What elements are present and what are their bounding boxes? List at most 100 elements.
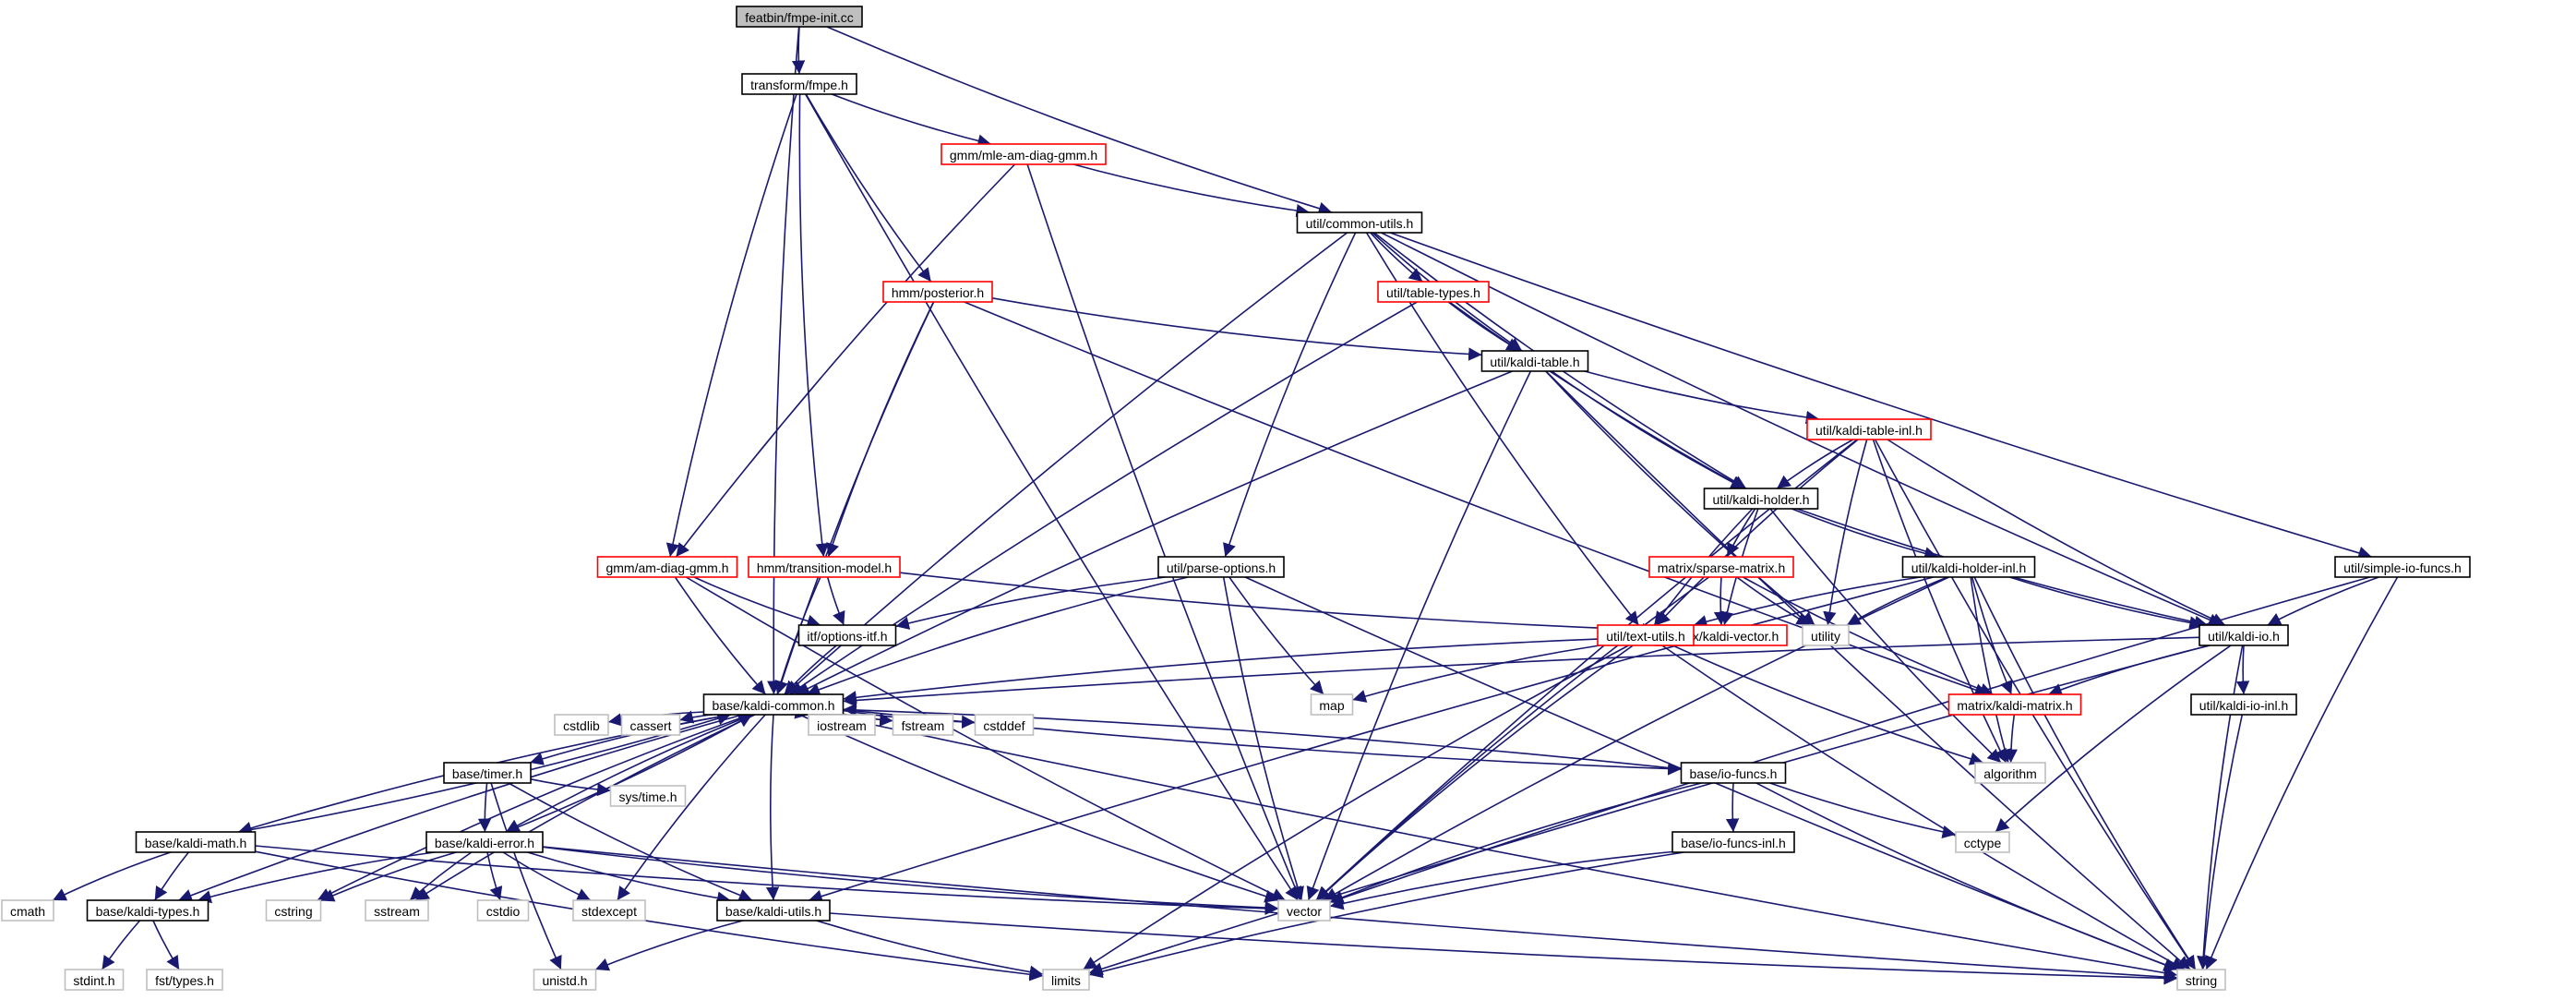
node-kaldi-io[interactable]: util/kaldi-io.h xyxy=(2199,624,2289,646)
node-label: cmath xyxy=(10,904,45,919)
node-kaldi-holder[interactable]: util/kaldi-holder.h xyxy=(1703,488,1819,510)
node-label: itf/options-itf.h xyxy=(807,629,887,644)
node-label: util/text-utils.h xyxy=(1606,629,1685,644)
node-cassert[interactable]: cassert xyxy=(620,714,681,736)
edge-kaldi-error-to-cstdio xyxy=(486,851,503,901)
node-box xyxy=(2199,624,2289,646)
node-cctype[interactable]: cctype xyxy=(1955,831,2010,853)
node-label: util/kaldi-holder.h xyxy=(1712,492,1809,507)
node-stdint[interactable]: stdint.h xyxy=(64,969,125,991)
node-sparse-matrix[interactable]: matrix/sparse-matrix.h xyxy=(1648,556,1794,578)
edge-am-diag-gmm-to-options-itf xyxy=(693,576,821,628)
node-label: util/kaldi-table.h xyxy=(1490,355,1579,369)
node-fstream[interactable]: fstream xyxy=(892,714,954,736)
node-unistd[interactable]: unistd.h xyxy=(533,969,597,991)
node-cstdio[interactable]: cstdio xyxy=(476,899,530,922)
node-limits[interactable]: limits xyxy=(1042,969,1090,991)
node-label: base/io-funcs-inl.h xyxy=(1681,836,1786,850)
node-iostream[interactable]: iostream xyxy=(808,714,876,736)
node-kaldi-io-inl[interactable]: util/kaldi-io-inl.h xyxy=(2190,693,2297,716)
node-kaldi-holder-inl[interactable]: util/kaldi-holder-inl.h xyxy=(1901,556,2036,578)
node-string[interactable]: string xyxy=(2176,969,2226,991)
node-cstddef[interactable]: cstddef xyxy=(974,714,1035,736)
node-box xyxy=(736,6,863,28)
node-vector[interactable]: vector xyxy=(1277,899,1331,922)
node-label: base/kaldi-math.h xyxy=(145,836,247,850)
edge-kaldi-io-inl-to-string xyxy=(2197,714,2244,970)
edge-kaldi-math-to-limits xyxy=(255,850,1044,982)
node-fmpe[interactable]: transform/fmpe.h xyxy=(741,73,857,95)
edge-sparse-matrix-to-kaldi-vector xyxy=(1713,576,1728,626)
node-stdexcept[interactable]: stdexcept xyxy=(572,899,646,922)
edge-kaldi-io-to-cctype xyxy=(1995,645,2232,833)
node-label: limits xyxy=(1051,973,1081,988)
edge-kaldi-holder-to-algorithm xyxy=(1769,508,2002,764)
node-parse-options[interactable]: util/parse-options.h xyxy=(1157,556,1285,578)
node-box xyxy=(365,899,429,922)
edge-kaldi-utils-to-string xyxy=(829,912,2178,985)
node-cstdlib[interactable]: cstdlib xyxy=(554,714,609,736)
node-sys-time[interactable]: sys/time.h xyxy=(609,785,687,807)
edge-timer-to-sys-time xyxy=(530,778,611,797)
node-algorithm[interactable]: algorithm xyxy=(1974,762,2046,784)
node-kaldi-utils[interactable]: base/kaldi-utils.h xyxy=(716,899,831,922)
edge-kaldi-holder-inl-to-kaldi-io xyxy=(2009,576,2203,630)
node-kaldi-table-inl[interactable]: util/kaldi-table-inl.h xyxy=(1806,418,1932,440)
nodes-layer: featbin/fmpe-init.cc transform/fmpe.h gmm/… xyxy=(1,6,2471,991)
edge-kaldi-io-to-kaldi-matrix xyxy=(2048,645,2211,696)
node-io-funcs[interactable]: base/io-funcs.h xyxy=(1680,762,1787,784)
edge-kaldi-error-to-kaldi-utils xyxy=(527,851,731,905)
edge-kaldi-utils-to-limits xyxy=(816,920,1044,979)
node-mle[interactable]: gmm/mle-am-diag-gmm.h xyxy=(941,143,1107,165)
node-label: base/timer.h xyxy=(452,766,522,781)
node-label: matrix/sparse-matrix.h xyxy=(1658,560,1785,575)
node-box xyxy=(702,693,845,716)
node-common-utils[interactable]: util/common-utils.h xyxy=(1296,211,1423,234)
edge-kaldi-common-to-kaldi-types xyxy=(178,714,743,902)
node-am-diag-gmm[interactable]: gmm/am-diag-gmm.h xyxy=(596,556,738,578)
node-box xyxy=(1680,762,1787,784)
edge-kaldi-io-to-kaldi-common xyxy=(843,636,2200,707)
node-cmath[interactable]: cmath xyxy=(1,899,54,922)
edge-kaldi-table-inl-to-utility xyxy=(1823,439,1868,626)
node-kaldi-table[interactable]: util/kaldi-table.h xyxy=(1480,350,1589,372)
edge-io-funcs-to-kaldi-common xyxy=(843,703,1682,770)
node-io-funcs-inl[interactable]: base/io-funcs-inl.h xyxy=(1671,831,1795,853)
node-transition-model[interactable]: hmm/transition-model.h xyxy=(748,556,901,578)
node-box xyxy=(941,143,1107,165)
node-utility[interactable]: utility xyxy=(1802,624,1850,646)
edge-io-funcs-to-string xyxy=(1755,782,2179,971)
edges-layer xyxy=(52,26,2399,985)
node-root[interactable]: featbin/fmpe-init.cc xyxy=(736,6,863,28)
node-kaldi-math[interactable]: base/kaldi-math.h xyxy=(135,831,257,853)
node-kaldi-common[interactable]: base/kaldi-common.h xyxy=(702,693,845,716)
edge-simple-io-funcs-to-string xyxy=(2205,576,2399,970)
edge-sparse-matrix-to-utility xyxy=(1736,576,1811,626)
node-text-utils[interactable]: util/text-utils.h xyxy=(1597,624,1695,646)
node-table-types[interactable]: util/table-types.h xyxy=(1377,281,1490,303)
node-fst-types[interactable]: fst/types.h xyxy=(146,969,223,991)
edge-kaldi-table-to-utility xyxy=(1545,370,1815,626)
edge-kaldi-table-to-kaldi-holder xyxy=(1551,370,1745,489)
edge-kaldi-table-inl-to-text-utils xyxy=(1656,439,1859,626)
node-timer[interactable]: base/timer.h xyxy=(443,762,532,784)
node-box xyxy=(425,831,544,853)
node-kaldi-matrix[interactable]: matrix/kaldi-matrix.h xyxy=(1947,693,2082,716)
node-kaldi-error[interactable]: base/kaldi-error.h xyxy=(425,831,544,853)
edge-io-funcs-to-vector xyxy=(1329,782,1702,904)
edge-kaldi-io-to-string xyxy=(2197,645,2244,970)
node-options-itf[interactable]: itf/options-itf.h xyxy=(797,624,897,646)
node-box xyxy=(620,714,681,736)
edge-simple-io-funcs-to-kaldi-io xyxy=(2267,576,2379,626)
node-posterior[interactable]: hmm/posterior.h xyxy=(882,281,993,303)
node-map[interactable]: map xyxy=(1310,693,1354,716)
edge-transition-model-to-options-itf xyxy=(826,576,845,626)
edge-kaldi-holder-to-kaldi-holder-inl xyxy=(1791,508,1938,560)
node-simple-io-funcs[interactable]: util/simple-io-funcs.h xyxy=(2334,556,2471,578)
node-box xyxy=(1597,624,1695,646)
node-sstream[interactable]: sstream xyxy=(365,899,429,922)
node-cstring[interactable]: cstring xyxy=(265,899,322,922)
node-label: stdint.h xyxy=(73,973,114,988)
node-kaldi-types[interactable]: base/kaldi-types.h xyxy=(86,899,210,922)
